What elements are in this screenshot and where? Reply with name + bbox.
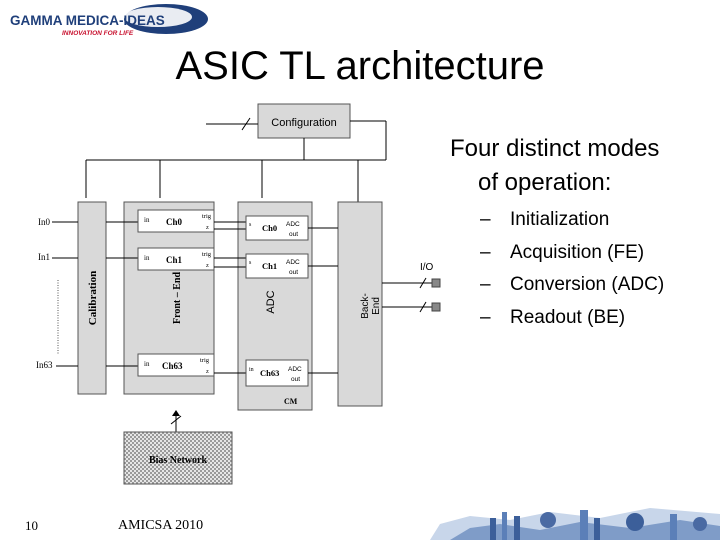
back-end-label-line1: Back- <box>360 293 371 319</box>
svg-text:trig: trig <box>200 357 210 364</box>
configuration-block <box>257 103 351 139</box>
cm-label: CM <box>284 397 298 406</box>
svg-text:out: out <box>291 376 300 383</box>
fe-ch0-label: Ch0 <box>166 217 183 227</box>
svg-text:in: in <box>144 216 150 224</box>
decorative-photo-strip <box>430 494 720 540</box>
configuration-label: Configuration <box>271 117 336 129</box>
list-item: –Acquisition (FE) <box>480 241 645 263</box>
bullet-lead-line2: of operation: <box>478 169 612 196</box>
input-label-in63: In63 <box>36 360 53 370</box>
svg-text:ADC: ADC <box>286 221 300 228</box>
modes-list: –Initialization –Acquisition (FE) –Conve… <box>450 204 715 334</box>
fe-ch1-label: Ch1 <box>166 255 183 265</box>
io-pad-2 <box>431 302 441 312</box>
logo-tagline: INNOVATION FOR LIFE <box>62 30 134 37</box>
bias-network-label: Bias Network <box>149 455 207 466</box>
calibration-label: Calibration <box>87 271 99 325</box>
svg-text:s: s <box>249 222 252 228</box>
list-item: –Conversion (ADC) <box>480 274 665 295</box>
svg-text:z: z <box>206 262 209 269</box>
svg-text:trig: trig <box>202 251 212 258</box>
adc-channel-ch63 <box>245 359 309 387</box>
adc-ch63-label: Ch63 <box>260 368 279 378</box>
svg-text:z: z <box>206 224 209 231</box>
svg-text:s: s <box>249 260 252 266</box>
adc-channel-ch1 <box>245 253 309 279</box>
svg-text:z: z <box>206 368 209 375</box>
calibration-block <box>77 201 107 395</box>
io-label: I/O <box>420 262 434 273</box>
adc-ch1-label: Ch1 <box>262 261 277 271</box>
page-number: 10 <box>25 518 38 533</box>
footer-text: AMICSA 2010 <box>118 518 204 533</box>
fe-channel-ch1 <box>137 247 215 271</box>
svg-text:in: in <box>144 254 150 262</box>
input-label-in1: In1 <box>38 252 50 262</box>
svg-text:ADC: ADC <box>288 366 302 373</box>
io-pad-1 <box>431 278 441 288</box>
logo-text: GAMMA MEDICA-IDEAS <box>10 13 165 28</box>
fe-channel-ch0 <box>137 209 215 233</box>
front-end-label: Front – End <box>172 272 183 324</box>
adc-channel-ch0 <box>245 215 309 241</box>
bias-network-block <box>123 431 233 485</box>
adc-ch0-label: Ch0 <box>262 223 277 233</box>
company-logo: GAMMA MEDICA-IDEAS INNOVATION FOR LIFE <box>10 4 208 37</box>
bullet-lead-line1: Four distinct modes <box>450 135 660 162</box>
svg-text:in: in <box>144 360 150 368</box>
svg-text:out: out <box>289 269 298 276</box>
svg-text:in: in <box>249 367 254 373</box>
list-item: –Readout (BE) <box>480 306 626 328</box>
input-label-in0: In0 <box>38 217 50 227</box>
svg-text:ADC: ADC <box>286 259 300 266</box>
back-end-label-line2: End <box>371 297 382 315</box>
adc-label: ADC <box>265 290 277 313</box>
svg-text:out: out <box>289 231 298 238</box>
back-end-block <box>337 201 383 407</box>
svg-text:trig: trig <box>202 213 212 220</box>
fe-channel-ch63 <box>137 353 215 377</box>
slide-title: ASIC TL architecture <box>175 44 545 88</box>
list-item: –Initialization <box>480 209 610 230</box>
fe-ch63-label: Ch63 <box>162 361 183 371</box>
asic-architecture-diagram: Configuration Calibration In0 In1 In63 F… <box>36 103 441 485</box>
bullet-list: Four distinct modes of operation: –Initi… <box>450 132 715 334</box>
